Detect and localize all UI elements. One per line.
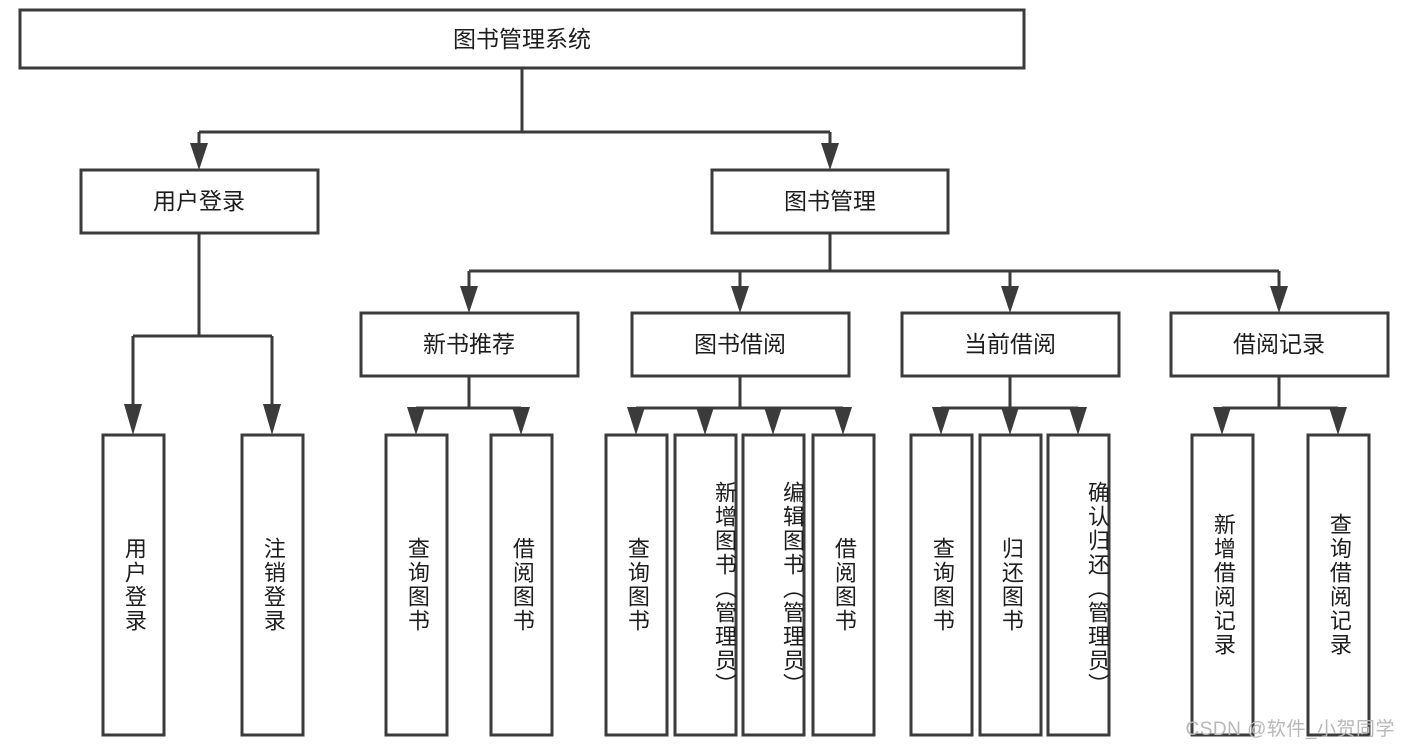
node-book-management-label: 图书管理: [784, 188, 876, 214]
node-book-borrow[interactable]: 图书借阅: [630, 311, 851, 378]
leaf-box-current-borrow-1[interactable]: [909, 433, 974, 737]
node-root-system-label: 图书管理系统: [453, 26, 591, 52]
node-new-book-recommend-box[interactable]: [359, 311, 580, 378]
leaf-box-borrow-record-1[interactable]: [1190, 433, 1255, 737]
arrow-head-leaf-user-login-2: [263, 404, 281, 435]
node-book-management[interactable]: 图书管理: [710, 168, 950, 235]
arrow-head-leaf-cb-2: [1001, 407, 1019, 435]
arrow-head-leaf-bb-2: [696, 407, 714, 435]
connector-group-borrow-record: [1213, 376, 1347, 435]
arrow-head-leaf-bb-4: [834, 407, 852, 435]
arrow-head-leaf-cb-3: [1069, 407, 1087, 435]
node-user-login-label: 用户登录: [153, 188, 245, 214]
connector-group-book-mgmt: [460, 233, 1288, 313]
arrow-head-new-book-recommend: [460, 286, 478, 313]
leaf-box-book-borrow-4[interactable]: [811, 433, 876, 737]
leaf-box-user-login-1[interactable]: [101, 433, 166, 737]
node-borrow-record[interactable]: 借阅记录: [1169, 311, 1390, 378]
node-book-management-box[interactable]: [710, 168, 950, 235]
leaf-box-book-borrow-2[interactable]: [673, 433, 738, 737]
node-current-borrow-label: 当前借阅: [964, 331, 1056, 357]
arrow-head-borrow-record: [1270, 286, 1288, 313]
leaf-box-borrow-record-2[interactable]: [1306, 433, 1371, 737]
connector-group-new-book-recommend: [407, 376, 530, 435]
node-current-borrow-box[interactable]: [900, 311, 1121, 378]
arrow-head-leaf-nbr-1: [407, 407, 425, 435]
connector-group-user-login: [124, 233, 281, 435]
node-book-borrow-box[interactable]: [630, 311, 851, 378]
connector-group-current-borrow: [932, 376, 1087, 435]
arrow-head-leaf-user-login-1: [124, 404, 142, 435]
node-new-book-recommend[interactable]: 新书推荐: [359, 311, 580, 378]
node-root-system-box[interactable]: [18, 8, 1026, 70]
node-root-system[interactable]: 图书管理系统: [18, 8, 1026, 70]
arrow-head-leaf-br-2: [1329, 407, 1347, 435]
leaf-box-book-borrow-1[interactable]: [604, 433, 669, 737]
arrow-head-leaf-bb-3: [764, 407, 782, 435]
node-book-borrow-label: 图书借阅: [694, 331, 786, 357]
arrow-head-leaf-br-1: [1213, 407, 1231, 435]
leaf-box-current-borrow-2[interactable]: [978, 433, 1043, 737]
csdn-watermark: CSDN @软件_小贺同学: [1185, 719, 1395, 740]
arrow-head-user-login: [190, 143, 208, 170]
node-borrow-record-box[interactable]: [1169, 311, 1390, 378]
node-user-login[interactable]: 用户登录: [79, 168, 320, 235]
leaf-box-new-book-recommend-1[interactable]: [384, 433, 449, 737]
arrow-head-leaf-bb-1: [627, 407, 645, 435]
connector-group-root: [190, 68, 839, 170]
arrow-head-book-mgmt: [821, 143, 839, 170]
node-current-borrow[interactable]: 当前借阅: [900, 311, 1121, 378]
leaf-box-new-book-recommend-2[interactable]: [489, 433, 554, 737]
leaf-box-current-borrow-3[interactable]: [1046, 433, 1111, 737]
arrow-head-book-borrow: [731, 286, 749, 313]
node-borrow-record-label: 借阅记录: [1233, 331, 1325, 357]
node-new-book-recommend-label: 新书推荐: [423, 331, 515, 357]
leaf-box-user-login-2[interactable]: [240, 433, 305, 737]
node-user-login-box[interactable]: [79, 168, 320, 235]
leaf-box-book-borrow-3[interactable]: [741, 433, 806, 737]
arrow-head-leaf-cb-1: [932, 407, 950, 435]
arrow-head-current-borrow: [1001, 286, 1019, 313]
connector-group-book-borrow: [627, 376, 852, 435]
arrow-head-leaf-nbr-2: [512, 407, 530, 435]
